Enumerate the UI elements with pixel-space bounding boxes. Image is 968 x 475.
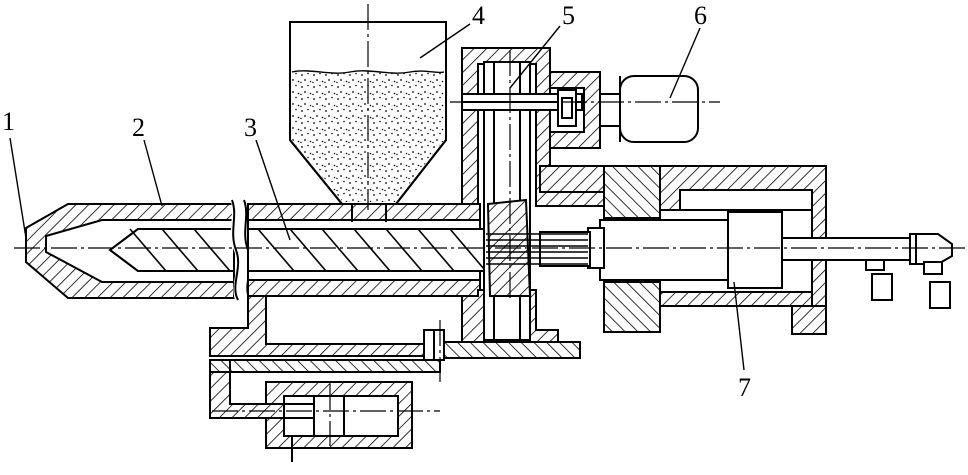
injection-cylinder (486, 165, 953, 335)
motor (549, 71, 699, 149)
leader-lines (9, 23, 745, 371)
part-label-7: 7 (738, 373, 751, 402)
part-label-1: 1 (2, 107, 15, 136)
barrel-left (25, 203, 235, 299)
part-label-3: 3 (244, 113, 257, 142)
part-label-5: 5 (562, 1, 575, 30)
lower-cylinder (209, 371, 413, 462)
part-label-4: 4 (472, 1, 485, 30)
part-label-6: 6 (694, 1, 707, 30)
center-lines (14, 4, 968, 446)
screw (129, 228, 485, 272)
part-label-2: 2 (132, 113, 145, 142)
gearbox (461, 47, 605, 347)
